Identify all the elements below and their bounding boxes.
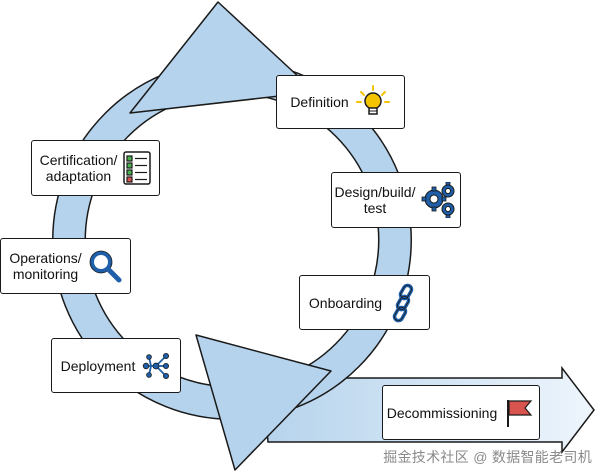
magnifier-icon bbox=[88, 249, 122, 283]
stage-label: Onboarding bbox=[308, 294, 383, 311]
top-arrowhead bbox=[129, 1, 316, 114]
lightbulb-icon bbox=[355, 84, 391, 120]
stage-certification-adaptation: Certification/adaptation bbox=[31, 140, 160, 196]
stage-label: Certification/adaptation bbox=[39, 152, 118, 184]
gears-icon bbox=[421, 182, 457, 218]
stage-operations-monitoring: Operations/monitoring bbox=[0, 238, 131, 294]
stage-decommissioning: Decommissioning bbox=[382, 385, 540, 440]
stage-label: Decommissioning bbox=[386, 404, 498, 421]
stage-label: Definition bbox=[290, 94, 349, 110]
chain-link-icon bbox=[388, 283, 420, 323]
watermark-text: 掘金技术社区 @ 数据智能老司机 bbox=[383, 449, 592, 465]
stage-label: Deployment bbox=[60, 357, 136, 374]
network-nodes-icon bbox=[141, 351, 171, 381]
red-flag-icon bbox=[503, 397, 535, 429]
stage-onboarding: Onboarding bbox=[299, 275, 430, 330]
bottom-arrowhead bbox=[195, 334, 332, 471]
stage-definition: Definition bbox=[276, 75, 405, 129]
stage-label: Operations/monitoring bbox=[9, 250, 82, 282]
stage-design-build-test: Design/build/test bbox=[331, 172, 461, 228]
checklist-icon bbox=[123, 151, 152, 185]
stage-deployment: Deployment bbox=[51, 338, 181, 393]
stage-label: Design/build/test bbox=[334, 184, 416, 216]
